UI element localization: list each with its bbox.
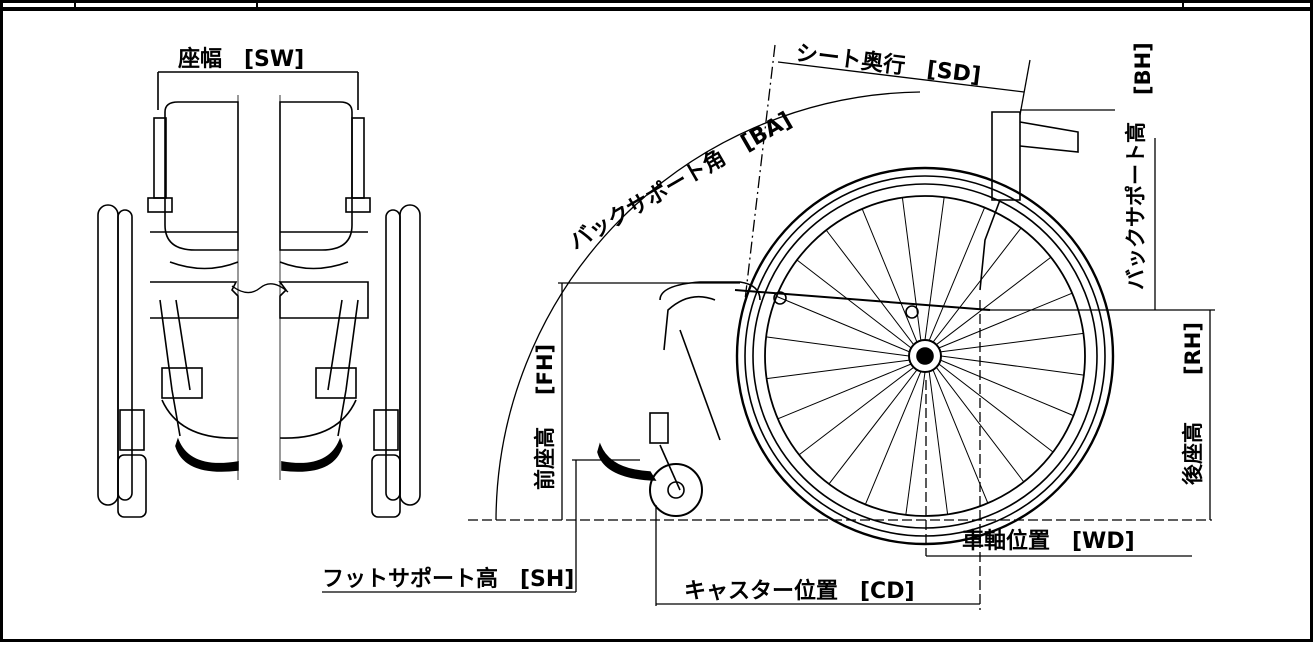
- wheel-spoke: [940, 359, 1074, 417]
- wheel-spoke: [777, 363, 912, 420]
- wheel-spoke: [828, 369, 918, 485]
- wheel-spoke: [825, 229, 915, 345]
- wheel-spoke: [932, 227, 1022, 343]
- wheel-spoke: [940, 355, 1084, 376]
- wheel-spoke: [935, 367, 1025, 483]
- label-front-seat-height-code: [FH]: [533, 344, 557, 395]
- wheel-spoke: [928, 371, 949, 515]
- label-rear-seat-height: 後座高: [1181, 422, 1205, 485]
- label-back-height: バックサポート高: [1124, 122, 1148, 290]
- wheel-spoke: [901, 197, 922, 341]
- side-view-wheelchair: [597, 111, 1115, 546]
- wheel-spoke: [861, 208, 918, 343]
- wheel-spoke: [798, 366, 914, 456]
- label-seat-depth: シート奥行 [SD]: [794, 40, 982, 89]
- wheel-spoke: [938, 363, 1054, 453]
- label-seat-width: 座幅 [SW]: [178, 46, 304, 72]
- wheel-spoke: [940, 332, 1084, 353]
- wheel-spoke: [864, 371, 922, 505]
- wheel-spoke: [938, 292, 1073, 349]
- wheel-spoke: [766, 336, 910, 357]
- wheel-spoke: [766, 359, 910, 380]
- wheel-spoke: [776, 295, 910, 353]
- wheel-spoke: [928, 207, 986, 341]
- wheel-spoke: [932, 369, 989, 504]
- label-back-height-code: [BH]: [1131, 42, 1155, 95]
- front-view-wheelchair: [97, 71, 421, 518]
- label-caster-position: キャスター位置 [CD]: [684, 578, 915, 604]
- label-rear-seat-height-code: [RH]: [1181, 322, 1205, 375]
- wheel-spoke: [936, 256, 1052, 346]
- label-front-seat-height: 前座高: [533, 427, 557, 490]
- wheel-spoke: [796, 259, 912, 349]
- label-wheel-position: 車軸位置 [WD]: [962, 528, 1135, 554]
- dimension-lines: [322, 44, 1215, 610]
- wheel-spoke: [924, 197, 945, 341]
- label-back-angle: バックサポート角 [BA]: [565, 107, 796, 255]
- wheel-spoke: [905, 371, 926, 515]
- label-foot-support-height: フットサポート高 [SH]: [322, 566, 574, 592]
